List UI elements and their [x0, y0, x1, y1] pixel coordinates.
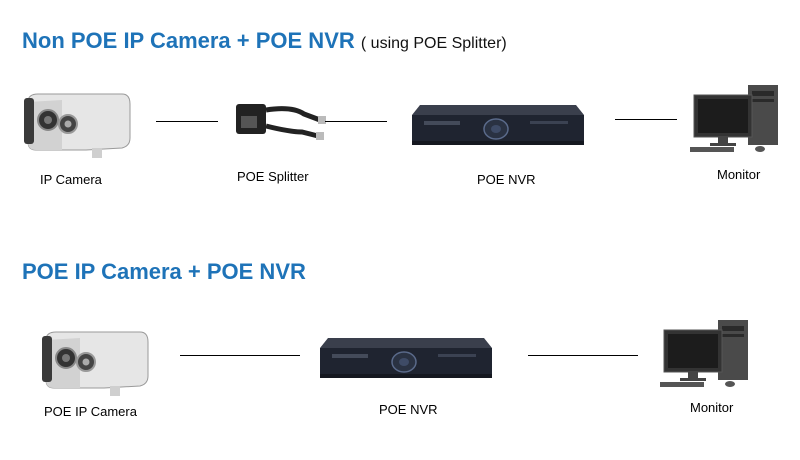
section1-title-text: Non POE IP Camera + POE NVR [22, 28, 355, 53]
label-poe-nvr: POE NVR [477, 172, 536, 187]
label-poe-ip-camera: POE IP Camera [44, 404, 137, 419]
section1-subtitle: ( using POE Splitter) [360, 35, 507, 52]
label-monitor: Monitor [717, 167, 761, 182]
nvr-icon [412, 105, 584, 145]
section1-title: Non POE IP Camera + POE NVR ( using POE … [22, 28, 507, 54]
computer-monitor-icon [690, 85, 778, 152]
section2-title: POE IP Camera + POE NVR [22, 259, 306, 285]
ip-camera-icon [24, 93, 131, 158]
connector-line [180, 355, 300, 356]
connector-line [528, 355, 638, 356]
label-poe-nvr-2: POE NVR [379, 402, 438, 417]
label-monitor-2: Monitor [690, 400, 734, 415]
computer-monitor-icon [660, 320, 748, 387]
nvr-icon [320, 338, 492, 378]
connector-line [325, 121, 387, 122]
ip-camera-icon [42, 331, 149, 396]
label-ip-camera: IP Camera [40, 172, 102, 187]
label-poe-splitter: POE Splitter [237, 169, 309, 184]
section2-title-text: POE IP Camera + POE NVR [22, 259, 306, 284]
connector-line [615, 119, 677, 120]
poe-splitter-icon [236, 104, 326, 140]
connector-line [156, 121, 218, 122]
